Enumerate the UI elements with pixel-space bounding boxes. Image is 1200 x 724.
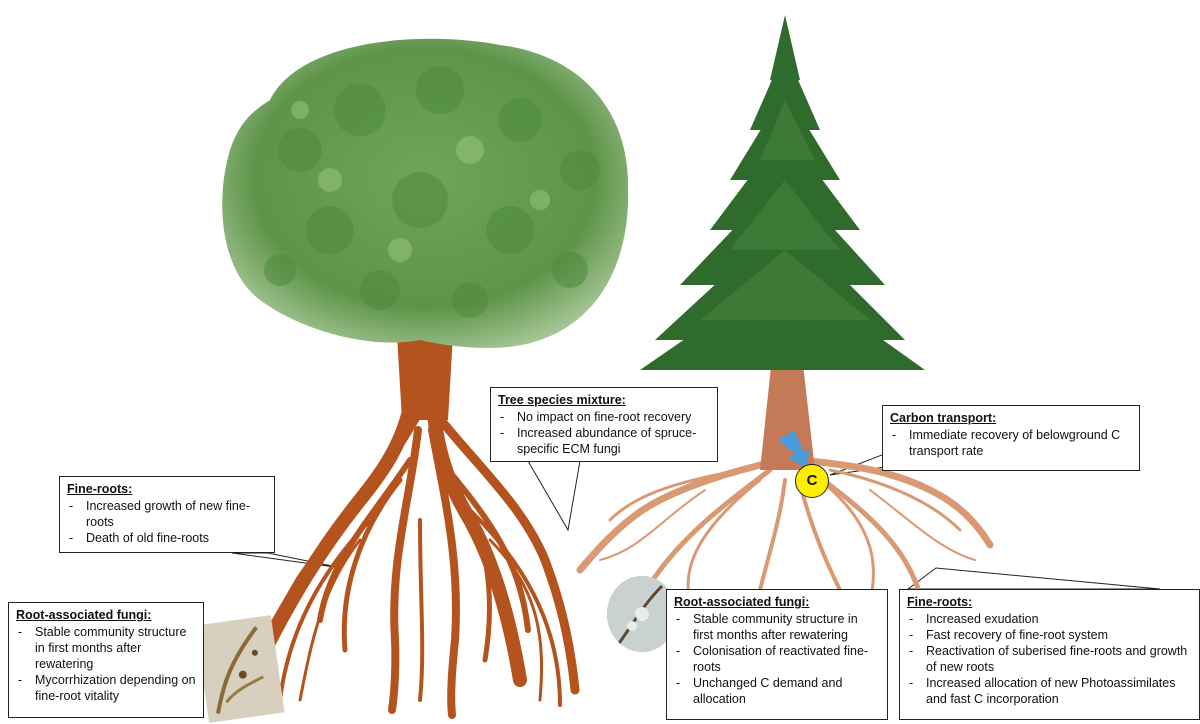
oak-tree xyxy=(222,39,628,715)
callout-item: Mycorrhization depending on fine-root vi… xyxy=(16,672,197,704)
carbon-node: C xyxy=(795,464,829,498)
callout-title: Root-associated fungi: xyxy=(16,607,197,623)
fungi-photo-left xyxy=(196,615,285,723)
callout-item: Increased exudation xyxy=(907,611,1193,627)
callout-title: Fine-roots: xyxy=(67,481,268,497)
callout-title: Root-associated fungi: xyxy=(674,594,881,610)
callout-item: No impact on fine-root recovery xyxy=(498,409,711,425)
callout-item: Immediate recovery of belowground C tran… xyxy=(890,427,1133,459)
callout-item: Colonisation of reactivated fine-roots xyxy=(674,643,881,675)
callout-tree-species-mixture: Tree species mixture: No impact on fine-… xyxy=(490,387,718,462)
callout-item: Increased allocation of new Photoassimil… xyxy=(907,675,1193,707)
callout-item: Stable community structure in first mont… xyxy=(16,624,197,672)
callout-list: Stable community structure in first mont… xyxy=(16,624,197,704)
callout-item: Increased growth of new fine-roots xyxy=(67,498,268,530)
callout-list: No impact on fine-root recovery Increase… xyxy=(498,409,711,457)
callout-title: Carbon transport: xyxy=(890,410,1133,426)
callout-fine-roots-oak: Fine-roots: Increased growth of new fine… xyxy=(59,476,275,553)
callout-title: Tree species mixture: xyxy=(498,392,711,408)
callout-item: Increased abundance of spruce-specific E… xyxy=(498,425,711,457)
callout-item: Unchanged C demand and allocation xyxy=(674,675,881,707)
callout-carbon-transport: Carbon transport: Immediate recovery of … xyxy=(882,405,1140,471)
callout-list: Stable community structure in first mont… xyxy=(674,611,881,707)
callout-list: Immediate recovery of belowground C tran… xyxy=(890,427,1133,459)
spruce-tree xyxy=(580,15,990,630)
callout-root-fungi-oak: Root-associated fungi: Stable community … xyxy=(8,602,204,718)
callout-title: Fine-roots: xyxy=(907,594,1193,610)
callout-list: Increased exudation Fast recovery of fin… xyxy=(907,611,1193,707)
callout-list: Increased growth of new fine-roots Death… xyxy=(67,498,268,546)
callout-fine-roots-spruce: Fine-roots: Increased exudation Fast rec… xyxy=(899,589,1200,720)
callout-item: Reactivation of suberised fine-roots and… xyxy=(907,643,1193,675)
callout-root-fungi-spruce: Root-associated fungi: Stable community … xyxy=(666,589,888,720)
callout-item: Stable community structure in first mont… xyxy=(674,611,881,643)
callout-item: Death of old fine-roots xyxy=(67,530,268,546)
callout-item: Fast recovery of fine-root system xyxy=(907,627,1193,643)
